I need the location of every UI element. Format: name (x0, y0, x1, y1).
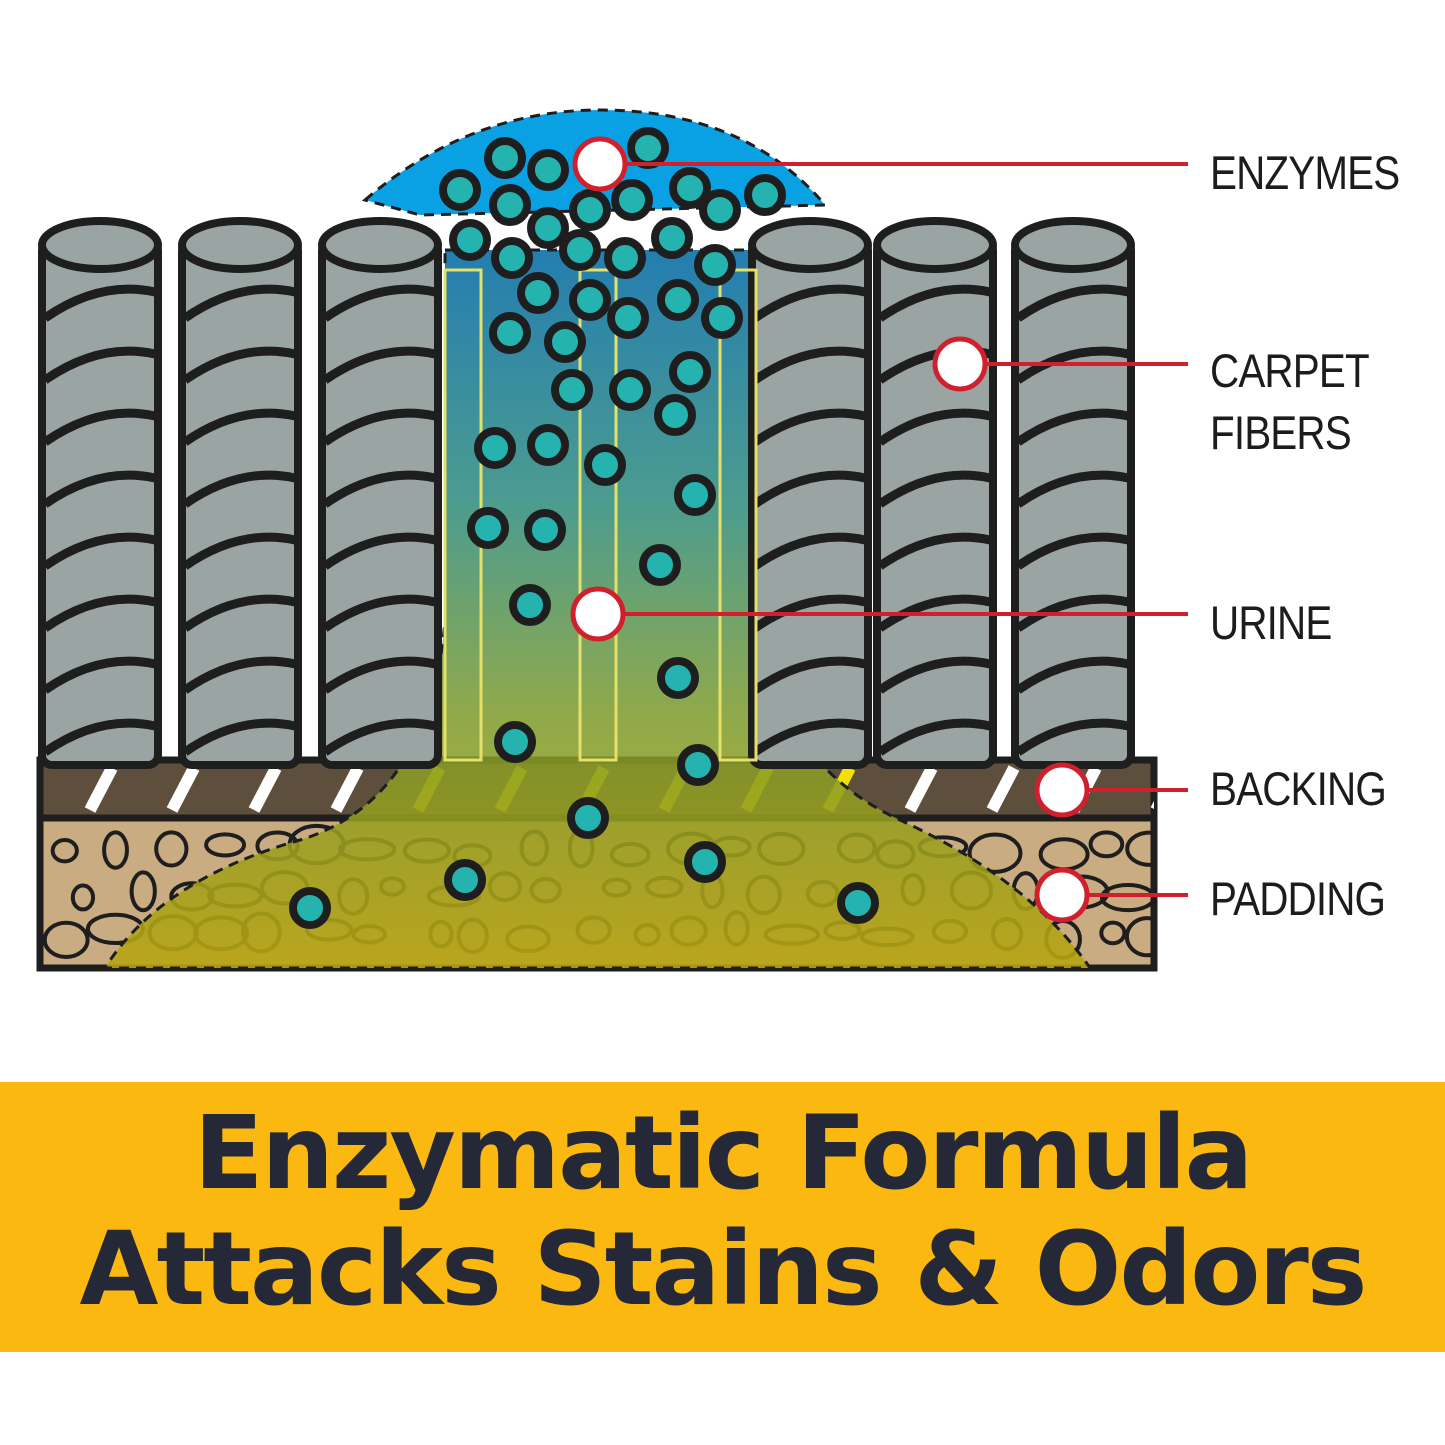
callout-enzymes (572, 136, 1188, 192)
enzyme-particle (509, 584, 551, 626)
carpet-fiber (38, 217, 162, 769)
carpet-cross-section-diagram: ENZYMES CARPET FIBERS URINE BACKING PADD… (36, 108, 1400, 972)
backing-stripe (248, 765, 282, 813)
enzyme-particle (569, 279, 611, 321)
enzyme-particle (627, 127, 669, 169)
backing-stripe (904, 765, 938, 813)
carpet-fiber (748, 217, 872, 769)
enzyme-particle (744, 174, 786, 216)
enzyme-particle (669, 167, 711, 209)
enzyme-particle (559, 229, 601, 271)
foam-bubble (154, 830, 189, 868)
enzyme-particle (701, 297, 743, 339)
foam-bubble (967, 832, 1023, 874)
enzyme-particle (484, 137, 526, 179)
carpet-fiber (318, 217, 442, 769)
enzyme-particle (489, 312, 531, 354)
wet-carpet-fiber (718, 268, 758, 762)
callout-marker-icon (572, 136, 628, 192)
enzyme-particle (837, 882, 879, 924)
callout-marker-icon (570, 586, 626, 642)
enzyme-particle (567, 797, 609, 839)
foam-bubble (42, 920, 90, 960)
headline-line-1: Enzymatic Formula (193, 1094, 1254, 1213)
enzyme-particle (474, 427, 516, 469)
enzyme-particle (467, 507, 509, 549)
enzyme-particle (569, 189, 611, 231)
enzyme-particle (654, 394, 696, 436)
callout-marker-icon (1034, 867, 1090, 923)
carpet-fiber (178, 217, 302, 769)
enzyme-particle (669, 351, 711, 393)
enzyme-particle (489, 184, 531, 226)
foam-bubble (1099, 920, 1127, 946)
enzyme-particle (657, 279, 699, 321)
foam-bubble (1088, 830, 1125, 859)
label-padding: PADDING (1210, 872, 1386, 925)
enzyme-particle (444, 859, 486, 901)
enzyme-particle (584, 444, 626, 486)
callout-urine (570, 586, 1188, 642)
enzyme-particle (684, 841, 726, 883)
enzyme-particle (699, 189, 741, 231)
carpet-fibers (38, 217, 1135, 769)
callout-padding (1034, 867, 1188, 923)
callout-backing (1034, 762, 1188, 818)
backing-stripe (166, 765, 200, 813)
enzyme-particle (439, 169, 481, 211)
headline-line-2: Attacks Stains & Odors (79, 1210, 1368, 1329)
foam-bubble (129, 870, 157, 913)
enzyme-particles (289, 127, 879, 929)
enzyme-particle (527, 207, 569, 249)
enzyme-particle (609, 369, 651, 411)
backing-stripe (986, 765, 1020, 813)
backing-stripe (330, 765, 364, 813)
enzyme-particle (611, 179, 653, 221)
label-enzymes: ENZYMES (1210, 146, 1400, 199)
foam-bubble (1124, 916, 1154, 958)
enzyme-particle (674, 474, 716, 516)
enzyme-particle (449, 219, 491, 261)
enzyme-particle (494, 721, 536, 763)
foam-bubble (204, 832, 247, 858)
carpet-fiber (1011, 217, 1135, 769)
carpet-fiber (873, 217, 997, 769)
enzyme-particle (289, 887, 331, 929)
enzyme-particle (527, 149, 569, 191)
enzyme-particle (517, 272, 559, 314)
enzyme-particle (491, 237, 533, 279)
wet-carpet-fiber (578, 268, 618, 762)
label-backing: BACKING (1210, 762, 1387, 815)
callout-carpet-fibers (932, 336, 1188, 392)
label-urine: URINE (1210, 596, 1332, 649)
enzyme-particle (544, 321, 586, 363)
foam-bubble (50, 838, 79, 864)
callout-marker-icon (1034, 762, 1090, 818)
enzyme-particle (524, 509, 566, 551)
enzyme-particle (639, 544, 681, 586)
enzyme-particle (551, 369, 593, 411)
callout-marker-icon (932, 336, 988, 392)
enzyme-particle (694, 244, 736, 286)
enzyme-particle (527, 424, 569, 466)
enzyme-particle (677, 744, 719, 786)
enzyme-particle (651, 217, 693, 259)
headline-banner: Enzymatic Formula Attacks Stains & Odors (0, 1082, 1445, 1352)
backing-stripe (84, 765, 118, 813)
carpet-layers-svg (36, 108, 1188, 972)
enzyme-particle (604, 237, 646, 279)
enzyme-particle (607, 297, 649, 339)
label-carpet-fibers: CARPET FIBERS (1210, 344, 1370, 459)
foam-bubble (1125, 830, 1154, 867)
foam-bubble (102, 830, 129, 870)
foam-bubble (70, 883, 96, 912)
foam-bubble (1099, 883, 1154, 913)
enzyme-particle (657, 657, 699, 699)
